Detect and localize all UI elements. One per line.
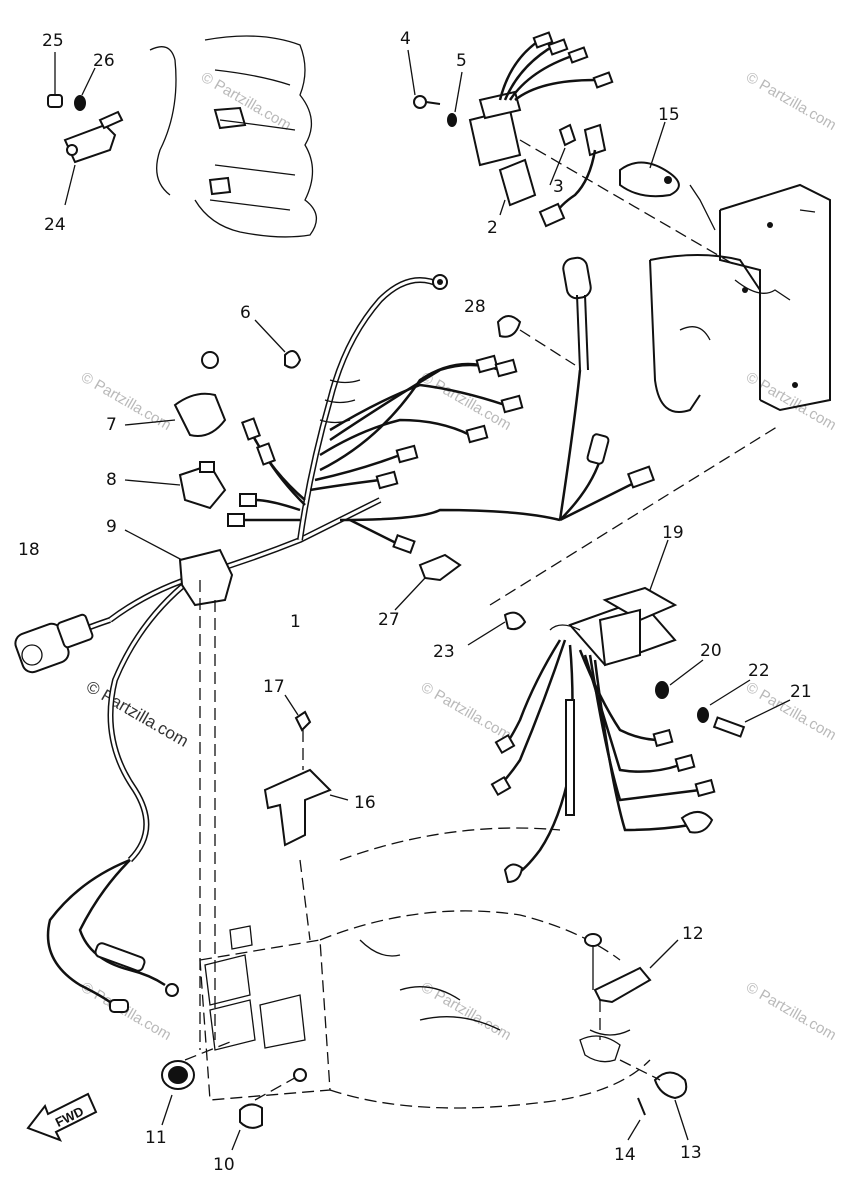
callout-20: 20	[700, 641, 722, 661]
watermark: © Partzilla.com	[743, 979, 839, 1044]
callout-6: 6	[240, 303, 251, 323]
part-24-switch	[47, 52, 124, 206]
callout-8: 8	[106, 470, 117, 490]
parts-27-28	[394, 315, 576, 611]
callout-9: 9	[106, 517, 117, 537]
callout-15: 15	[658, 105, 680, 125]
part-15-clamp	[619, 121, 716, 231]
part-1-wiring-harness	[108, 256, 656, 623]
watermark: © Partzilla.com	[198, 69, 294, 134]
lower-engine-base	[161, 580, 689, 1151]
watermark: © Partzilla.com	[743, 69, 839, 134]
part-19-cdi-unit	[467, 424, 791, 884]
callout-19: 19	[662, 523, 684, 543]
callout-16: 16	[354, 793, 376, 813]
callout-5: 5	[456, 51, 467, 71]
forward-arrow: FWD	[26, 1092, 98, 1142]
callout-24: 24	[44, 215, 66, 235]
callout-17: 17	[263, 677, 285, 697]
engine-outline	[149, 35, 317, 238]
callout-1: 1	[290, 612, 301, 632]
callout-21: 21	[790, 682, 812, 702]
electrical-bracket	[649, 183, 831, 413]
callout-12: 12	[682, 924, 704, 944]
callout-11: 11	[145, 1128, 167, 1148]
watermark-dark: © Partzilla.com	[83, 677, 192, 751]
callout-labels: 1 2 3 4 5 6 7 8 9 10 11 12 13 14 15 16 1…	[18, 29, 812, 1175]
callout-3: 3	[553, 177, 564, 197]
callout-10: 10	[213, 1155, 235, 1175]
callout-25: 25	[42, 31, 64, 51]
callout-14: 14	[614, 1145, 636, 1165]
callout-23: 23	[433, 642, 455, 662]
watermark: © Partzilla.com	[78, 369, 174, 434]
parts-6-7-8-9	[124, 319, 302, 607]
part-2-rectifier	[407, 31, 736, 266]
parts-16-17-bracket	[263, 694, 349, 847]
callout-26: 26	[93, 51, 115, 71]
callout-4: 4	[400, 29, 411, 49]
callout-18: 18	[18, 540, 40, 560]
callout-7: 7	[106, 415, 117, 435]
callout-2: 2	[487, 218, 498, 238]
callout-27: 27	[378, 610, 400, 630]
callout-28: 28	[464, 297, 486, 317]
watermark: © Partzilla.com	[418, 679, 514, 744]
watermark: © Partzilla.com	[418, 369, 514, 434]
callout-22: 22	[748, 661, 770, 681]
part-18-main-cable	[14, 577, 192, 1013]
callout-13: 13	[680, 1143, 702, 1163]
